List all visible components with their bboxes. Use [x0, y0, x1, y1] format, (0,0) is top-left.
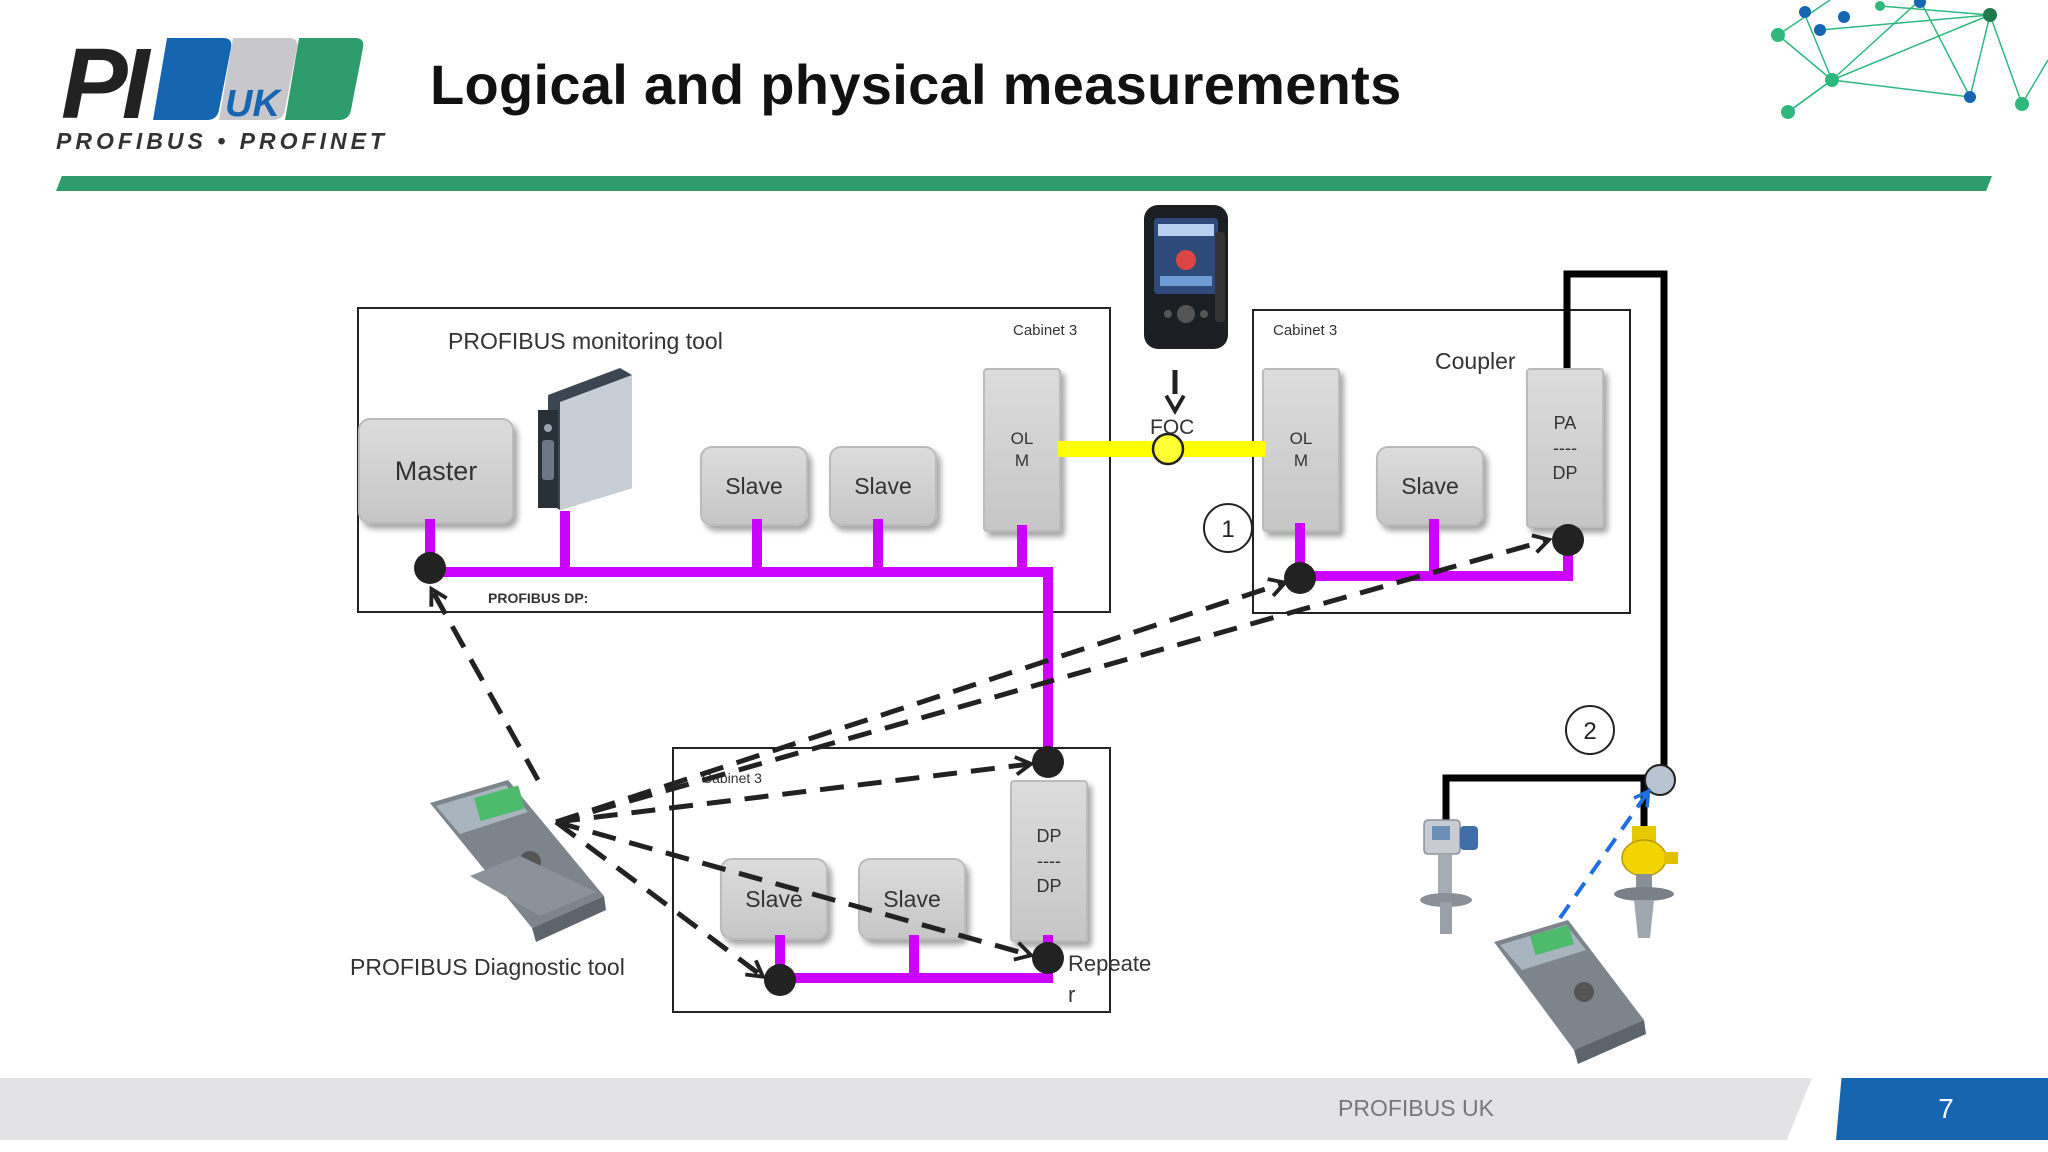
profibus-dp-label: PROFIBUS DP:: [488, 590, 589, 606]
marker-2-text: 2: [1583, 718, 1596, 745]
cabinet-label: Cabinet 3: [1013, 322, 1078, 339]
olm-label-line: M: [1293, 451, 1309, 470]
page-title: Logical and physical measurements: [430, 53, 1402, 116]
dp-dp-label-line: ----: [1037, 850, 1061, 871]
pa-dp-coupler-box: PA ---- DP: [1526, 368, 1604, 528]
logo-grey-block: [219, 38, 298, 120]
marker-1: 1: [1203, 503, 1253, 553]
dp-dp-label-line: DP: [1036, 825, 1062, 846]
repeater-label-line: r: [1068, 982, 1076, 1007]
diagnostic-links: [429, 370, 1553, 979]
fiber-test-point: [1151, 432, 1185, 466]
profibus-gateway-device-icon: [538, 368, 632, 510]
page-number: 7: [1938, 1093, 1954, 1124]
pa-dp-label-line: DP: [1552, 462, 1578, 483]
repeater-label-line: Repeate: [1068, 951, 1152, 976]
logo-blue-block: [153, 38, 232, 120]
footer-bar: [0, 1078, 1812, 1140]
coupler-label: Coupler: [1435, 348, 1516, 374]
logo-green-block: [285, 38, 364, 120]
dp-dp-repeater-box: DP ---- DP: [1010, 780, 1088, 942]
olm-left-box: OL M: [983, 368, 1061, 532]
slave-label: Slave: [883, 885, 941, 912]
cabinet-label: Cabinet 3: [1273, 322, 1338, 339]
right-cabinet-frame: [1252, 309, 1631, 614]
olm-label-line: M: [1014, 451, 1030, 470]
olm-label-line: OL: [1289, 429, 1313, 448]
slave-box: Slave: [829, 446, 937, 526]
monitoring-tool-label: PROFIBUS monitoring tool: [448, 328, 723, 354]
master-box: Master: [358, 418, 514, 524]
profibus-pa-cabling: [1442, 270, 1668, 830]
logo-tagline: PROFIBUS • PROFINET: [56, 128, 388, 154]
diagnostic-tool-label: PROFIBUS Diagnostic tool: [350, 954, 625, 980]
logo-uk: UK: [225, 83, 282, 125]
fiber-optic-tester-icon: [1144, 205, 1228, 349]
radar-level-sensor-icon: [1614, 826, 1678, 938]
foc-label: FOC: [1150, 416, 1195, 439]
diagnostic-tool-device-icon: [430, 780, 606, 942]
dp-dp-label-line: DP: [1036, 875, 1062, 896]
pa-transmitter-icon: [1420, 819, 1478, 934]
pa-test-point: [1644, 764, 1676, 796]
header-divider: [56, 176, 1992, 191]
slave-label: Slave: [1401, 472, 1459, 499]
olm-label-line: OL: [1010, 429, 1034, 448]
page-number-box: [1836, 1078, 2048, 1140]
slave-box: Slave: [720, 858, 828, 940]
repeater-label: Repeate r: [1068, 948, 1151, 1010]
pa-diagnostic-tool-device-icon: [1494, 920, 1646, 1064]
footer-text: PROFIBUS UK: [1338, 1095, 1494, 1121]
slave-box: Slave: [700, 446, 808, 526]
network-decoration-icon: [1771, 0, 2048, 119]
pa-dp-label-line: ----: [1553, 437, 1577, 458]
measurement-points: [414, 524, 1584, 996]
pi-logo-letters: PI: [61, 30, 152, 130]
bottom-cabinet-frame: [672, 747, 1111, 1013]
marker-1-text: 1: [1221, 516, 1234, 543]
pa-dp-label-line: PA: [1553, 412, 1577, 433]
master-label: Master: [394, 455, 478, 486]
slave-label: Slave: [854, 472, 912, 499]
slave-label: Slave: [725, 472, 783, 499]
pi-logo: PI UK: [61, 30, 364, 130]
marker-2: 2: [1565, 705, 1615, 755]
slave-box: Slave: [858, 858, 966, 940]
